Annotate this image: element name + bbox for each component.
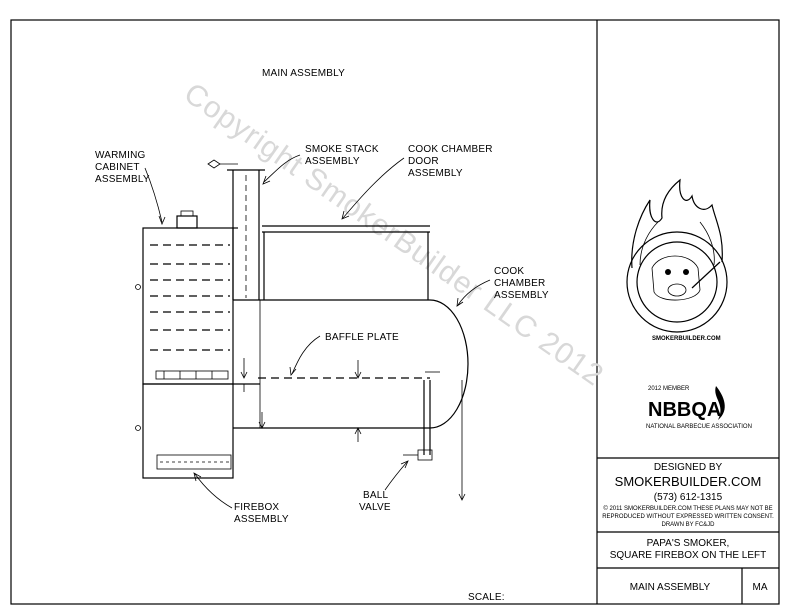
title-block: DESIGNED BY SMOKERBUILDER.COM (573) 612-… bbox=[597, 457, 779, 604]
svg-text:NATIONAL BARBECUE ASSOCIATION: NATIONAL BARBECUE ASSOCIATION bbox=[646, 424, 752, 430]
svg-text:PAPA'S SMOKER,: PAPA'S SMOKER, bbox=[647, 538, 730, 549]
svg-text:DESIGNED BY: DESIGNED BY bbox=[654, 462, 723, 473]
warming-cabinet bbox=[135, 210, 238, 385]
svg-text:ASSEMBLY: ASSEMBLY bbox=[408, 168, 463, 179]
svg-text:SQUARE FIREBOX ON THE LEFT: SQUARE FIREBOX ON THE LEFT bbox=[610, 550, 767, 561]
svg-text:2012 MEMBER: 2012 MEMBER bbox=[648, 386, 690, 392]
svg-text:SMOKE STACK: SMOKE STACK bbox=[305, 144, 379, 155]
svg-text:ASSEMBLY: ASSEMBLY bbox=[494, 290, 549, 301]
label-ball-valve: BALL VALVE bbox=[359, 460, 409, 513]
svg-text:FIREBOX: FIREBOX bbox=[234, 502, 279, 513]
sheet-border bbox=[10, 19, 780, 605]
svg-text:DRAWN BY FC&JD: DRAWN BY FC&JD bbox=[661, 522, 715, 528]
smoke-stack bbox=[227, 169, 265, 300]
watermark: Copyright SmokerBuilder LLC 2012 bbox=[178, 77, 610, 393]
label-cook-chamber-door: COOK CHAMBER DOOR ASSEMBLY bbox=[341, 144, 493, 220]
svg-text:DOOR: DOOR bbox=[408, 156, 439, 167]
svg-text:ASSEMBLY: ASSEMBLY bbox=[95, 174, 150, 185]
svg-text:CABINET: CABINET bbox=[95, 162, 140, 173]
svg-text:(573) 612-1315: (573) 612-1315 bbox=[654, 492, 723, 503]
nbbqa-logo: 2012 MEMBER NBBQA NATIONAL BARBECUE ASSO… bbox=[646, 386, 752, 430]
svg-text:SMOKERBUILDER.COM: SMOKERBUILDER.COM bbox=[615, 474, 762, 489]
svg-text:REPRODUCED WITHOUT EXPRESSED W: REPRODUCED WITHOUT EXPRESSED WRITTEN CON… bbox=[602, 514, 774, 520]
label-warming-cabinet: WARMING CABINET ASSEMBLY bbox=[95, 150, 166, 226]
label-smoke-stack: SMOKE STACK ASSEMBLY bbox=[262, 144, 379, 185]
svg-text:VALVE: VALVE bbox=[359, 502, 391, 513]
svg-text:COOK CHAMBER: COOK CHAMBER bbox=[408, 144, 493, 155]
svg-text:© 2011 SMOKERBUILDER.COM THESE: © 2011 SMOKERBUILDER.COM THESE PLANS MAY… bbox=[603, 505, 772, 512]
cook-chamber-door bbox=[262, 225, 430, 300]
label-firebox: FIREBOX ASSEMBLY bbox=[193, 472, 289, 525]
label-cook-chamber: COOK CHAMBER ASSEMBLY bbox=[456, 266, 549, 307]
svg-text:SMOKERBUILDER.COM: SMOKERBUILDER.COM bbox=[652, 336, 721, 342]
label-baffle-plate: BAFFLE PLATE bbox=[289, 332, 399, 376]
scale-label: SCALE: bbox=[468, 592, 505, 603]
svg-text:BALL: BALL bbox=[363, 490, 389, 501]
svg-text:ASSEMBLY: ASSEMBLY bbox=[234, 514, 289, 525]
drawing-title: MAIN ASSEMBLY bbox=[262, 68, 345, 79]
svg-text:MA: MA bbox=[753, 582, 768, 593]
svg-text:COOK: COOK bbox=[494, 266, 524, 277]
svg-text:CHAMBER: CHAMBER bbox=[494, 278, 545, 289]
firebox bbox=[135, 383, 234, 479]
smokerbuilder-logo: SMOKERBUILDER.COM bbox=[626, 178, 728, 342]
svg-text:WARMING: WARMING bbox=[95, 150, 145, 161]
cook-chamber bbox=[233, 299, 469, 461]
svg-text:MAIN ASSEMBLY: MAIN ASSEMBLY bbox=[630, 582, 711, 593]
svg-text:NBBQA: NBBQA bbox=[648, 399, 721, 421]
svg-text:ASSEMBLY: ASSEMBLY bbox=[305, 156, 360, 167]
svg-text:BAFFLE PLATE: BAFFLE PLATE bbox=[325, 332, 399, 343]
dimension-marks bbox=[207, 159, 466, 501]
